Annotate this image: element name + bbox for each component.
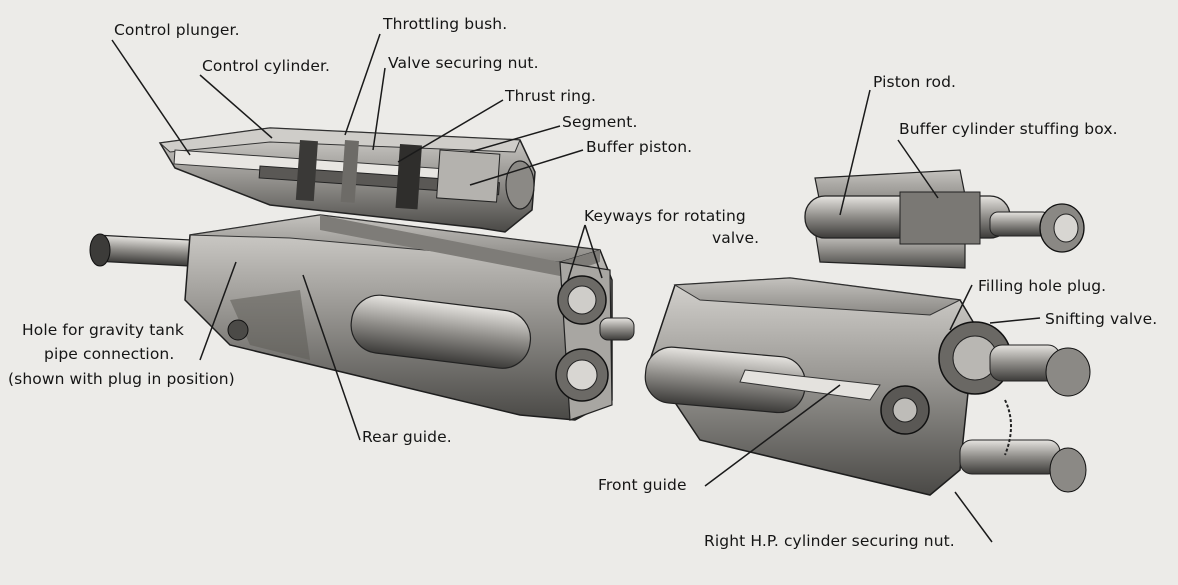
leader-control-cylinder [199,74,273,139]
piston-rod-assembly [804,169,1085,269]
label-keyways-line1: Keyways for rotating [584,207,746,225]
label-valve-securing-nut: Valve securing nut. [388,54,539,72]
label-keyways-line2: valve. [712,229,760,247]
leader-buffer-piston [469,149,584,186]
label-throttling-bush: Throttling bush. [383,15,508,33]
leader-snifting-valve [989,317,1041,324]
leader-lines [111,33,1041,543]
rear-cylinder-assembly [89,214,635,421]
leader-valve-securing-nut [372,67,386,151]
label-snifting-valve: Snifting valve. [1045,310,1158,328]
label-buffer-stuffing-box: Buffer cylinder stuffing box. [899,120,1118,138]
label-piston-rod: Piston rod. [873,73,957,91]
leader-throttling-bush [344,33,381,136]
label-thrust-ring: Thrust ring. [505,87,597,105]
front-cylinder-assembly [644,277,1091,496]
leader-segment [469,125,561,153]
leader-keyways-2 [584,224,603,279]
leader-piston-rod [839,89,871,216]
label-buffer-piston: Buffer piston. [586,138,693,156]
label-control-plunger: Control plunger. [114,21,240,39]
leader-stuffing-box [897,139,939,199]
leader-thrust-ring [397,99,504,163]
label-front-guide: Front guide [598,476,687,494]
label-gravity-hole-line3: (shown with plug in position) [8,370,235,388]
leader-right-hp-nut [954,491,993,543]
leader-gravity-hole [199,261,237,361]
label-filling-hole-plug: Filling hole plug. [978,277,1107,295]
leader-rear-guide [302,274,361,441]
label-gravity-hole-line2: pipe connection. [44,345,175,363]
leader-control-plunger [111,39,191,156]
label-rear-guide: Rear guide. [362,428,452,446]
label-control-cylinder: Control cylinder. [202,57,331,75]
leader-keyways-1 [567,224,586,281]
label-segment: Segment. [562,113,638,131]
label-right-hp-nut: Right H.P. cylinder securing nut. [704,532,955,550]
control-cylinder-assembly [158,127,536,233]
leader-filling-hole-plug [949,284,973,331]
label-gravity-hole-line1: Hole for gravity tank [22,321,184,339]
leader-front-guide [704,384,841,487]
